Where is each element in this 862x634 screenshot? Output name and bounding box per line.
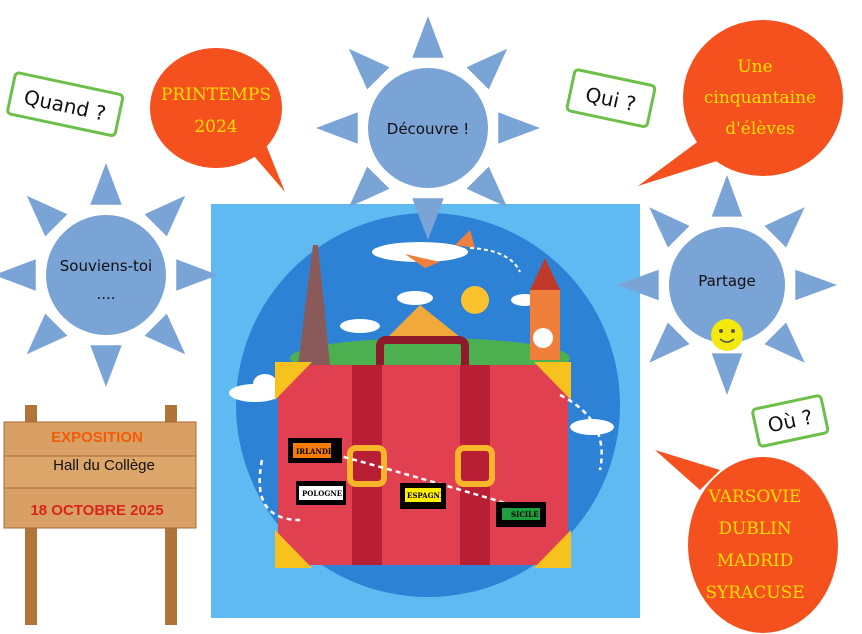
sun-ray: [764, 207, 805, 248]
sign-date: 18 OCTOBRE 2025: [30, 502, 163, 519]
suitcase-icon: [275, 336, 571, 568]
bubble-who-line3: d'élèves: [725, 119, 795, 139]
sun-remember-text: Souviens-toi: [60, 257, 152, 275]
bubble-who-line2: cinquantaine: [704, 88, 816, 108]
sun-ray: [90, 163, 122, 205]
sun-ray: [348, 166, 390, 208]
sun-share-text: Partage: [698, 272, 756, 290]
label-spain: ESPAGNE: [400, 483, 446, 509]
eiffel-tower-icon: [298, 245, 330, 365]
city-warsaw: VARSOVIE: [708, 487, 802, 507]
label-poland-text: POLOGNE: [302, 489, 342, 498]
city-dublin: DUBLIN: [718, 519, 791, 539]
label-ireland: IRLANDE: [288, 438, 342, 463]
sun-ray: [764, 322, 805, 363]
wooden-sign: EXPOSITION Hall du Collège 18 OCTOBRE 20…: [3, 405, 197, 625]
sun-ray: [348, 48, 390, 90]
bubble-who: Une cinquantaine d'élèves: [638, 20, 843, 186]
sun-ray: [711, 353, 743, 395]
sun-ray: [466, 48, 508, 90]
tag-who: Qui ?: [565, 68, 657, 129]
sun-ray: [176, 259, 218, 291]
sun-share: Partage: [617, 175, 837, 395]
bubble-when: PRINTEMPS 2024: [150, 48, 285, 192]
bubble-when-line1: PRINTEMPS: [161, 85, 271, 105]
sun-ray: [795, 269, 837, 301]
label-spain-text: ESPAGNE: [407, 491, 445, 500]
sun-ray: [617, 269, 659, 301]
sun-ray: [412, 198, 444, 240]
tag-when: Quand ?: [6, 71, 125, 137]
label-poland: POLOGNE: [296, 481, 346, 505]
sun-discover-text: Découvre !: [387, 120, 469, 138]
sun-ray: [26, 313, 68, 355]
sun-ray: [711, 175, 743, 217]
sun-ray: [144, 195, 186, 237]
bubble-when-line2: 2024: [194, 117, 237, 137]
travel-illustration: IRLANDE POLOGNE ESPAGNE SICILE: [211, 204, 640, 618]
label-sicily-text: SICILE: [511, 510, 538, 519]
sun-ray: [649, 207, 690, 248]
sun-ray: [90, 345, 122, 387]
sun-ray: [466, 166, 508, 208]
sun-discover: Découvre !: [316, 16, 540, 240]
sign-title: EXPOSITION: [51, 429, 143, 446]
label-ireland-text: IRLANDE: [296, 447, 333, 456]
airplane-icon: [372, 230, 475, 268]
sign-place: Hall du Collège: [53, 457, 155, 474]
city-syracuse: SYRACUSE: [705, 583, 804, 603]
sun-icon: [461, 286, 489, 314]
bubble-who-line1: Une: [737, 57, 772, 77]
bubble-where: VARSOVIE DUBLIN MADRID SYRACUSE: [655, 450, 838, 633]
label-sicily: SICILE: [496, 502, 546, 527]
sun-ray: [316, 112, 358, 144]
sun-ray: [412, 16, 444, 58]
sun-disc: [669, 227, 785, 343]
sun-ray: [649, 322, 690, 363]
tag-where: Où ?: [751, 394, 830, 448]
sun-ray: [0, 259, 36, 291]
sun-disc: [46, 215, 166, 335]
sun-remember: Souviens-toi ....: [0, 163, 218, 387]
sun-ray: [26, 195, 68, 237]
sun-ray: [144, 313, 186, 355]
city-madrid: MADRID: [717, 551, 793, 571]
sun-ray: [498, 112, 540, 144]
smiley-icon: [711, 319, 743, 351]
sun-disc: [368, 68, 488, 188]
sun-remember-ellipsis: ....: [96, 285, 115, 303]
big-ben-icon: [530, 258, 560, 360]
